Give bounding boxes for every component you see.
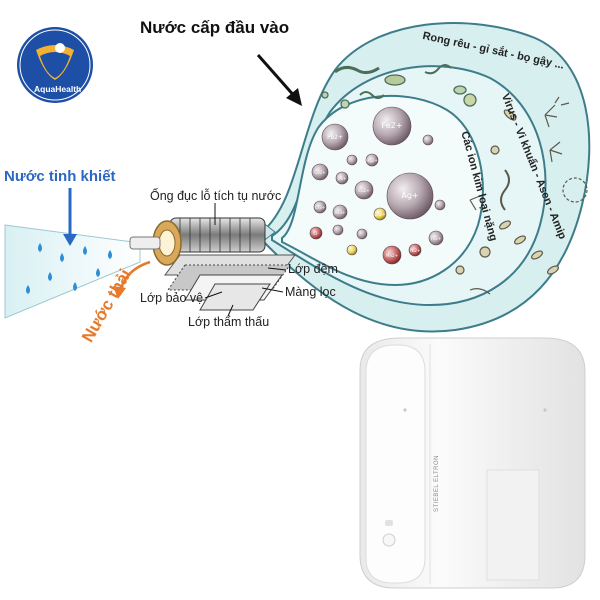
ion-label: Fe2+ <box>431 236 441 241</box>
ion-sphere <box>386 172 434 220</box>
ion-label: Pb2+ <box>410 248 421 253</box>
membrane-label: Màng lọc <box>285 285 336 299</box>
permeate-sheet <box>199 283 271 311</box>
ion-label: Cd2+ <box>314 170 325 175</box>
ion-label: Hg2+ <box>366 158 377 163</box>
ion-label: As3+ <box>335 210 346 215</box>
ion-label: Cl- <box>313 231 319 236</box>
collector-tube-label: Ống đục lỗ tích tụ nước <box>150 189 282 203</box>
ion-sphere <box>311 163 329 181</box>
ion-sphere <box>309 226 323 240</box>
ion-sphere <box>382 245 402 265</box>
logo-text: AquaHealth <box>34 84 82 94</box>
ion-label: Cu2+ <box>358 188 369 193</box>
ion-sphere <box>373 207 387 221</box>
ion-label: Ag+ <box>401 191 418 200</box>
ion-label: Cr3+ <box>315 205 325 210</box>
protective-leader <box>204 291 223 299</box>
ion-label: Pb2+ <box>327 135 343 141</box>
ion-label: Mn2+ <box>386 253 398 258</box>
water-drops <box>26 243 112 294</box>
water-purifier-device <box>359 337 586 589</box>
ion-sphere <box>332 204 348 220</box>
ion-sphere <box>428 230 444 246</box>
ion-sphere <box>372 106 412 146</box>
ion-sphere <box>335 171 349 185</box>
device-brand-label: STIEBEL ELTRON <box>434 454 440 512</box>
ro-membrane-cartridge <box>129 217 296 311</box>
permeate-layer-label: Lớp thẩm thấu <box>188 315 270 329</box>
protective-layer-label: Lớp bảo vệ <box>140 291 204 305</box>
pure-water-arrow <box>63 188 77 246</box>
algae-organisms <box>321 64 477 109</box>
membrane-leader <box>261 287 284 293</box>
ion-sphere <box>313 200 327 214</box>
ion-sphere <box>332 224 344 236</box>
ion-sphere <box>365 153 379 167</box>
ion-sphere <box>354 180 374 200</box>
bacteria-viruses <box>455 96 588 295</box>
permeate-leader <box>227 304 234 317</box>
ion-sphere <box>346 244 358 256</box>
ion-sphere <box>408 243 422 257</box>
input-water-arrow <box>256 54 302 106</box>
ion-label: U6+ <box>338 176 347 181</box>
ion-sphere <box>321 123 349 151</box>
ion-sphere <box>356 228 368 240</box>
ion-sphere <box>346 154 358 166</box>
ion-label: Fe2+ <box>382 121 403 130</box>
ion-sphere <box>434 199 446 211</box>
pure-water-label: Nước tinh khiết <box>4 168 116 185</box>
ion-sphere <box>422 134 434 146</box>
input-water-label: Nước cấp đầu vào <box>140 18 290 37</box>
spacer-leader <box>267 267 287 271</box>
spacer-layer-label: Lớp đệm <box>288 262 338 276</box>
aquahealth-logo <box>17 27 93 103</box>
ion-label: Zn2+ <box>374 212 385 217</box>
